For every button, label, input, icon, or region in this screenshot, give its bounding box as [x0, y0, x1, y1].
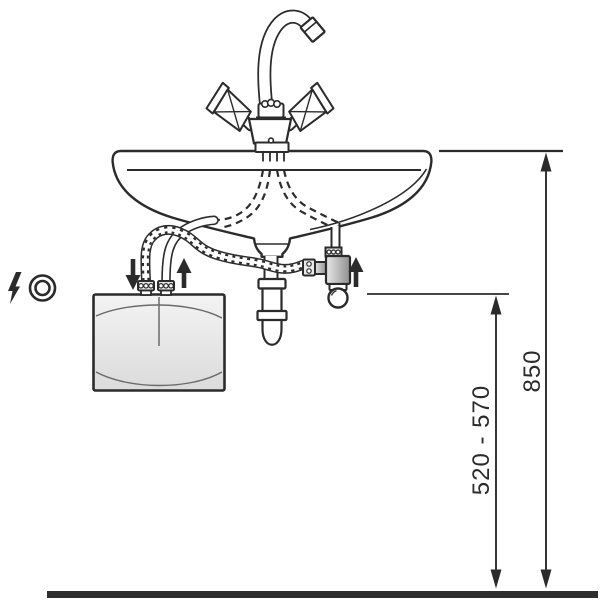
electric-flash-icon: [8, 272, 22, 304]
valve-knob: [327, 287, 349, 309]
heater-bottom-arc: [95, 371, 223, 387]
faucet-base-screw: [267, 137, 275, 144]
flow-up-arrow-valve: [348, 257, 364, 287]
angle-valve: [302, 246, 352, 309]
flow-up-arrow-heater: [176, 258, 192, 288]
dimension-arrow-up: [490, 295, 502, 315]
hidden-pipes-dashed: [214, 169, 340, 229]
hot-outlet-fitting: [157, 280, 175, 296]
valve-riser-pipe: [330, 223, 341, 250]
faucet-spout: [257, 9, 326, 119]
water-heater: [92, 293, 226, 392]
dimension-arrow-down: [540, 569, 552, 589]
aerator: [299, 16, 326, 43]
valve-body: [324, 254, 352, 286]
floor-line: [47, 591, 598, 598]
faucet-base: [254, 141, 290, 153]
faucet-handle-right: [288, 81, 335, 132]
power-outlet-icon: [28, 274, 57, 302]
dimension-arrow-down: [490, 569, 502, 589]
faucet-cartridge: [256, 98, 286, 119]
flow-down-arrow: [125, 259, 141, 290]
dimension-label-850: 850: [519, 349, 546, 392]
dimension-850: 850: [439, 149, 563, 589]
cold-inlet-fitting: [137, 280, 155, 296]
faucet: [205, 9, 335, 153]
faucet-tails: [262, 152, 285, 162]
dimension-arrow-up: [540, 152, 552, 172]
heater-fittings: [137, 280, 175, 296]
dimension-520-570: 520 - 570: [367, 293, 509, 589]
dimension-label-520-570: 520 - 570: [468, 385, 495, 495]
bowl-contour-line: [309, 168, 428, 231]
faucet-handle-left: [205, 81, 252, 132]
sink-basin: [111, 149, 433, 258]
braided-hose: [140, 224, 317, 286]
trap-collar: [256, 309, 288, 322]
electric-symbols: [8, 272, 57, 304]
trap-flange-nut: [257, 277, 287, 290]
valve-hose-nut: [302, 258, 316, 277]
